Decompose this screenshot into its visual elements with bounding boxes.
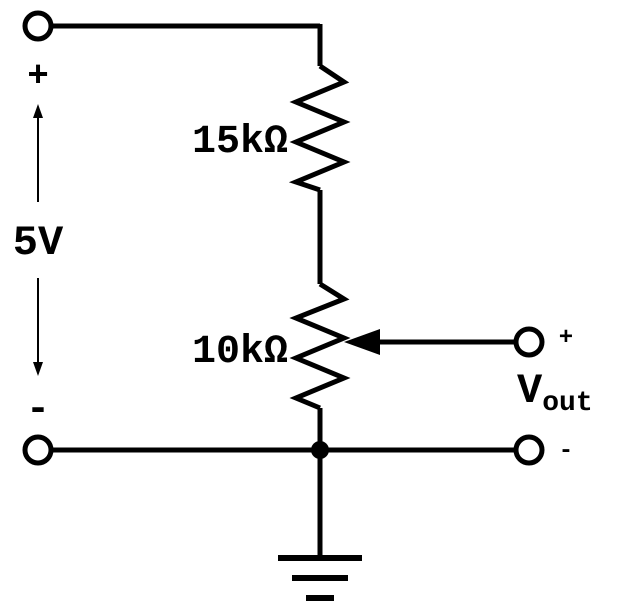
source-voltage-label: 5V (13, 219, 64, 267)
terminal-output-negative (513, 434, 545, 466)
terminal-source-positive (22, 10, 54, 42)
junction-dot (311, 441, 329, 459)
source-minus-sign: - (26, 388, 50, 433)
output-voltage-main: V (517, 367, 543, 415)
potentiometer-10k-symbol (289, 281, 351, 411)
potentiometer-10k-label: 10kΩ (192, 330, 288, 375)
wiper-arrowhead (344, 329, 380, 355)
terminals (22, 10, 545, 466)
terminal-source-negative (22, 434, 54, 466)
output-minus-sign: - (559, 438, 573, 465)
terminal-output-positive (513, 326, 545, 358)
wires (52, 23, 515, 556)
output-voltage-subscript: out (542, 388, 592, 419)
source-plus-sign: + (27, 56, 49, 97)
voltage-arrow-down-head (33, 362, 43, 376)
resistor-15k-label: 15kΩ (192, 120, 288, 165)
voltage-arrow-up-head (33, 104, 43, 118)
resistor-15k-symbol (288, 63, 351, 193)
ground-symbol (278, 555, 362, 601)
voltage-arrows (33, 104, 43, 376)
output-plus-sign: + (559, 325, 573, 352)
output-voltage-label: Vout (517, 367, 593, 419)
